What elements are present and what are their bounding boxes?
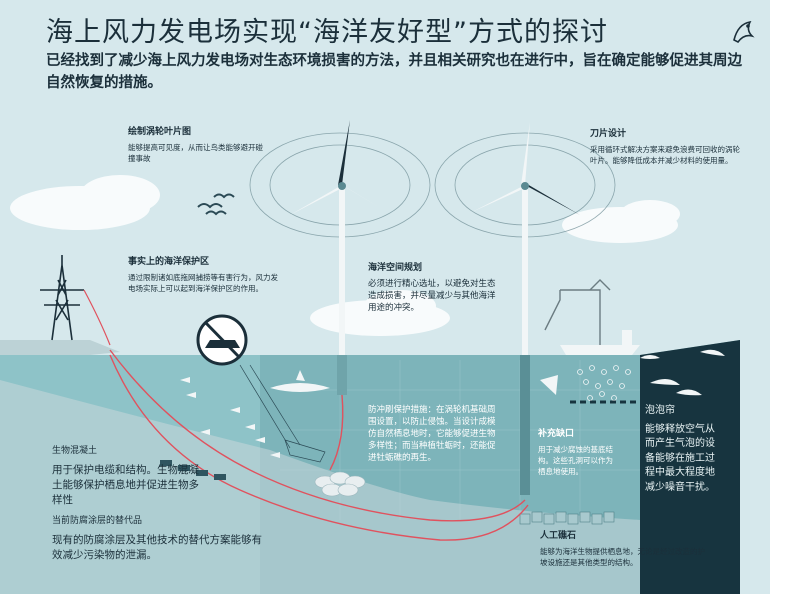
label-blade-painting-heading: 绘制涡轮叶片图 [128, 127, 192, 137]
vessel-cabin [622, 330, 632, 345]
label-blade-design-heading: 刀片设计 [590, 129, 627, 139]
fish-school-icon [180, 377, 280, 458]
label-gap-filling-body: 用于减少腐蚀的基底结构。这些孔洞可以作为栖息地使用。 [538, 445, 613, 476]
label-blade-painting-body: 能够提高可见度，从而让鸟类能够避开碰撞事故 [128, 143, 263, 163]
brand-logo-icon [733, 20, 755, 44]
label-antifouling-heading: 当前防腐涂层的替代品 [52, 516, 143, 526]
no-trawling-sign-icon [196, 314, 248, 366]
dolphins-icon [640, 349, 725, 396]
label-bio-concrete: 生物混凝土 用于保护电缆和结构。生物混凝土能够保护栖息地并促进生物多样性 [52, 444, 204, 508]
label-antifouling: 当前防腐涂层的替代品 现有的防腐涂层及其他技术的替代方案能够有效减少污染物的泄漏… [52, 514, 267, 563]
right-margin [770, 0, 800, 594]
birds-icon [197, 193, 235, 216]
subsea-cables [109, 349, 529, 541]
bio-concrete-mattress-icon [160, 460, 226, 480]
power-pylon-icon [40, 255, 84, 341]
label-spatial-planning-body: 必须进行精心选址，以避免对生态造成损害，并尽量减少与其他海洋用途的冲突。 [368, 279, 496, 313]
pylon-cable [83, 289, 111, 346]
label-artificial-reef: 人工礁石 能够为海洋生物提供栖息地，无论是经过改造的护坡设施还是其他类型的结构。 [540, 530, 705, 568]
manta-ray-icon [540, 375, 558, 395]
vessel-icon [560, 345, 640, 355]
label-gap-filling-heading: 补充缺口 [538, 429, 575, 439]
label-artificial-reef-body: 能够为海洋生物提供栖息地，无论是经过改造的护坡设施还是其他类型的结构。 [540, 547, 705, 567]
label-blade-design-body: 采用循环式解决方案来避免浪费可回收的涡轮叶片。能够降低成本并减少材料的使用量。 [590, 145, 740, 165]
clouds [10, 175, 680, 336]
label-marine-protected-area-heading: 事实上的海洋保护区 [128, 257, 210, 267]
label-bubble-curtain-body: 能够释放空气从而产生气泡的设备能够在施工过程中最大程度地减少噪音干扰。 [645, 423, 715, 493]
shark-icon [270, 370, 330, 392]
label-marine-protected-area: 事实上的海洋保护区 通过限制诸如底拖网捕捞等有害行为，风力发电场实际上可以起到海… [128, 256, 283, 294]
label-artificial-reef-heading: 人工礁石 [540, 531, 577, 541]
label-bubble-curtain: 泡泡帘 能够释放空气从而产生气泡的设备能够在施工过程中最大程度地减少噪音干扰。 [645, 404, 723, 495]
page-subtitle: 已经找到了减少海上风力发电场对生态环境损害的方法，并且相关研究也在进行中，旨在确… [46, 53, 742, 91]
scour-protection-rocks-icon [314, 471, 366, 497]
label-antifouling-body: 现有的防腐涂层及其他技术的替代方案能够有效减少污染物的泄漏。 [52, 534, 262, 561]
label-scour-protection-body: 防冲刷保护措施：在涡轮机基础周围设置，以防止侵蚀。当设计成模仿自然栖息地时，它能… [368, 405, 496, 463]
artificial-reef-icon [519, 511, 615, 525]
label-scour-protection: 防冲刷保护措施：在涡轮机基础周围设置，以防止侵蚀。当设计成模仿自然栖息地时，它能… [368, 404, 496, 464]
label-bio-concrete-heading: 生物混凝土 [52, 446, 98, 456]
label-bubble-curtain-heading: 泡泡帘 [645, 405, 675, 416]
label-spatial-planning: 海洋空间规划 必须进行精心选址，以避免对生态造成损害，并尽量减少与其他海洋用途的… [368, 262, 496, 314]
cross-section-side [640, 340, 740, 594]
trawl-net-icon [239, 364, 326, 463]
bubble-curtain-icon [577, 365, 631, 401]
crane-vessel-icon [544, 279, 611, 350]
label-bio-concrete-body: 用于保护电缆和结构。生物混凝土能够保护栖息地并促进生物多样性 [52, 464, 199, 506]
label-blade-painting: 绘制涡轮叶片图 能够提高可见度，从而让鸟类能够避开碰撞事故 [128, 126, 268, 164]
label-marine-protected-area-body: 通过限制诸如底拖网捕捞等有害行为，风力发电场实际上可以起到海洋保护区的作用。 [128, 273, 278, 293]
label-gap-filling: 补充缺口 用于减少腐蚀的基底结构。这些孔洞可以作为栖息地使用。 [538, 428, 613, 477]
wind-turbine-right-icon [472, 122, 580, 495]
label-spatial-planning-heading: 海洋空间规划 [368, 263, 423, 273]
label-blade-design: 刀片设计 采用循环式解决方案来避免浪费可回收的涡轮叶片。能够降低成本并减少材料的… [590, 128, 740, 166]
page-title: 海上风力发电场实现“海洋友好型”方式的探讨 [46, 17, 608, 48]
wind-turbine-left-icon [290, 120, 392, 395]
